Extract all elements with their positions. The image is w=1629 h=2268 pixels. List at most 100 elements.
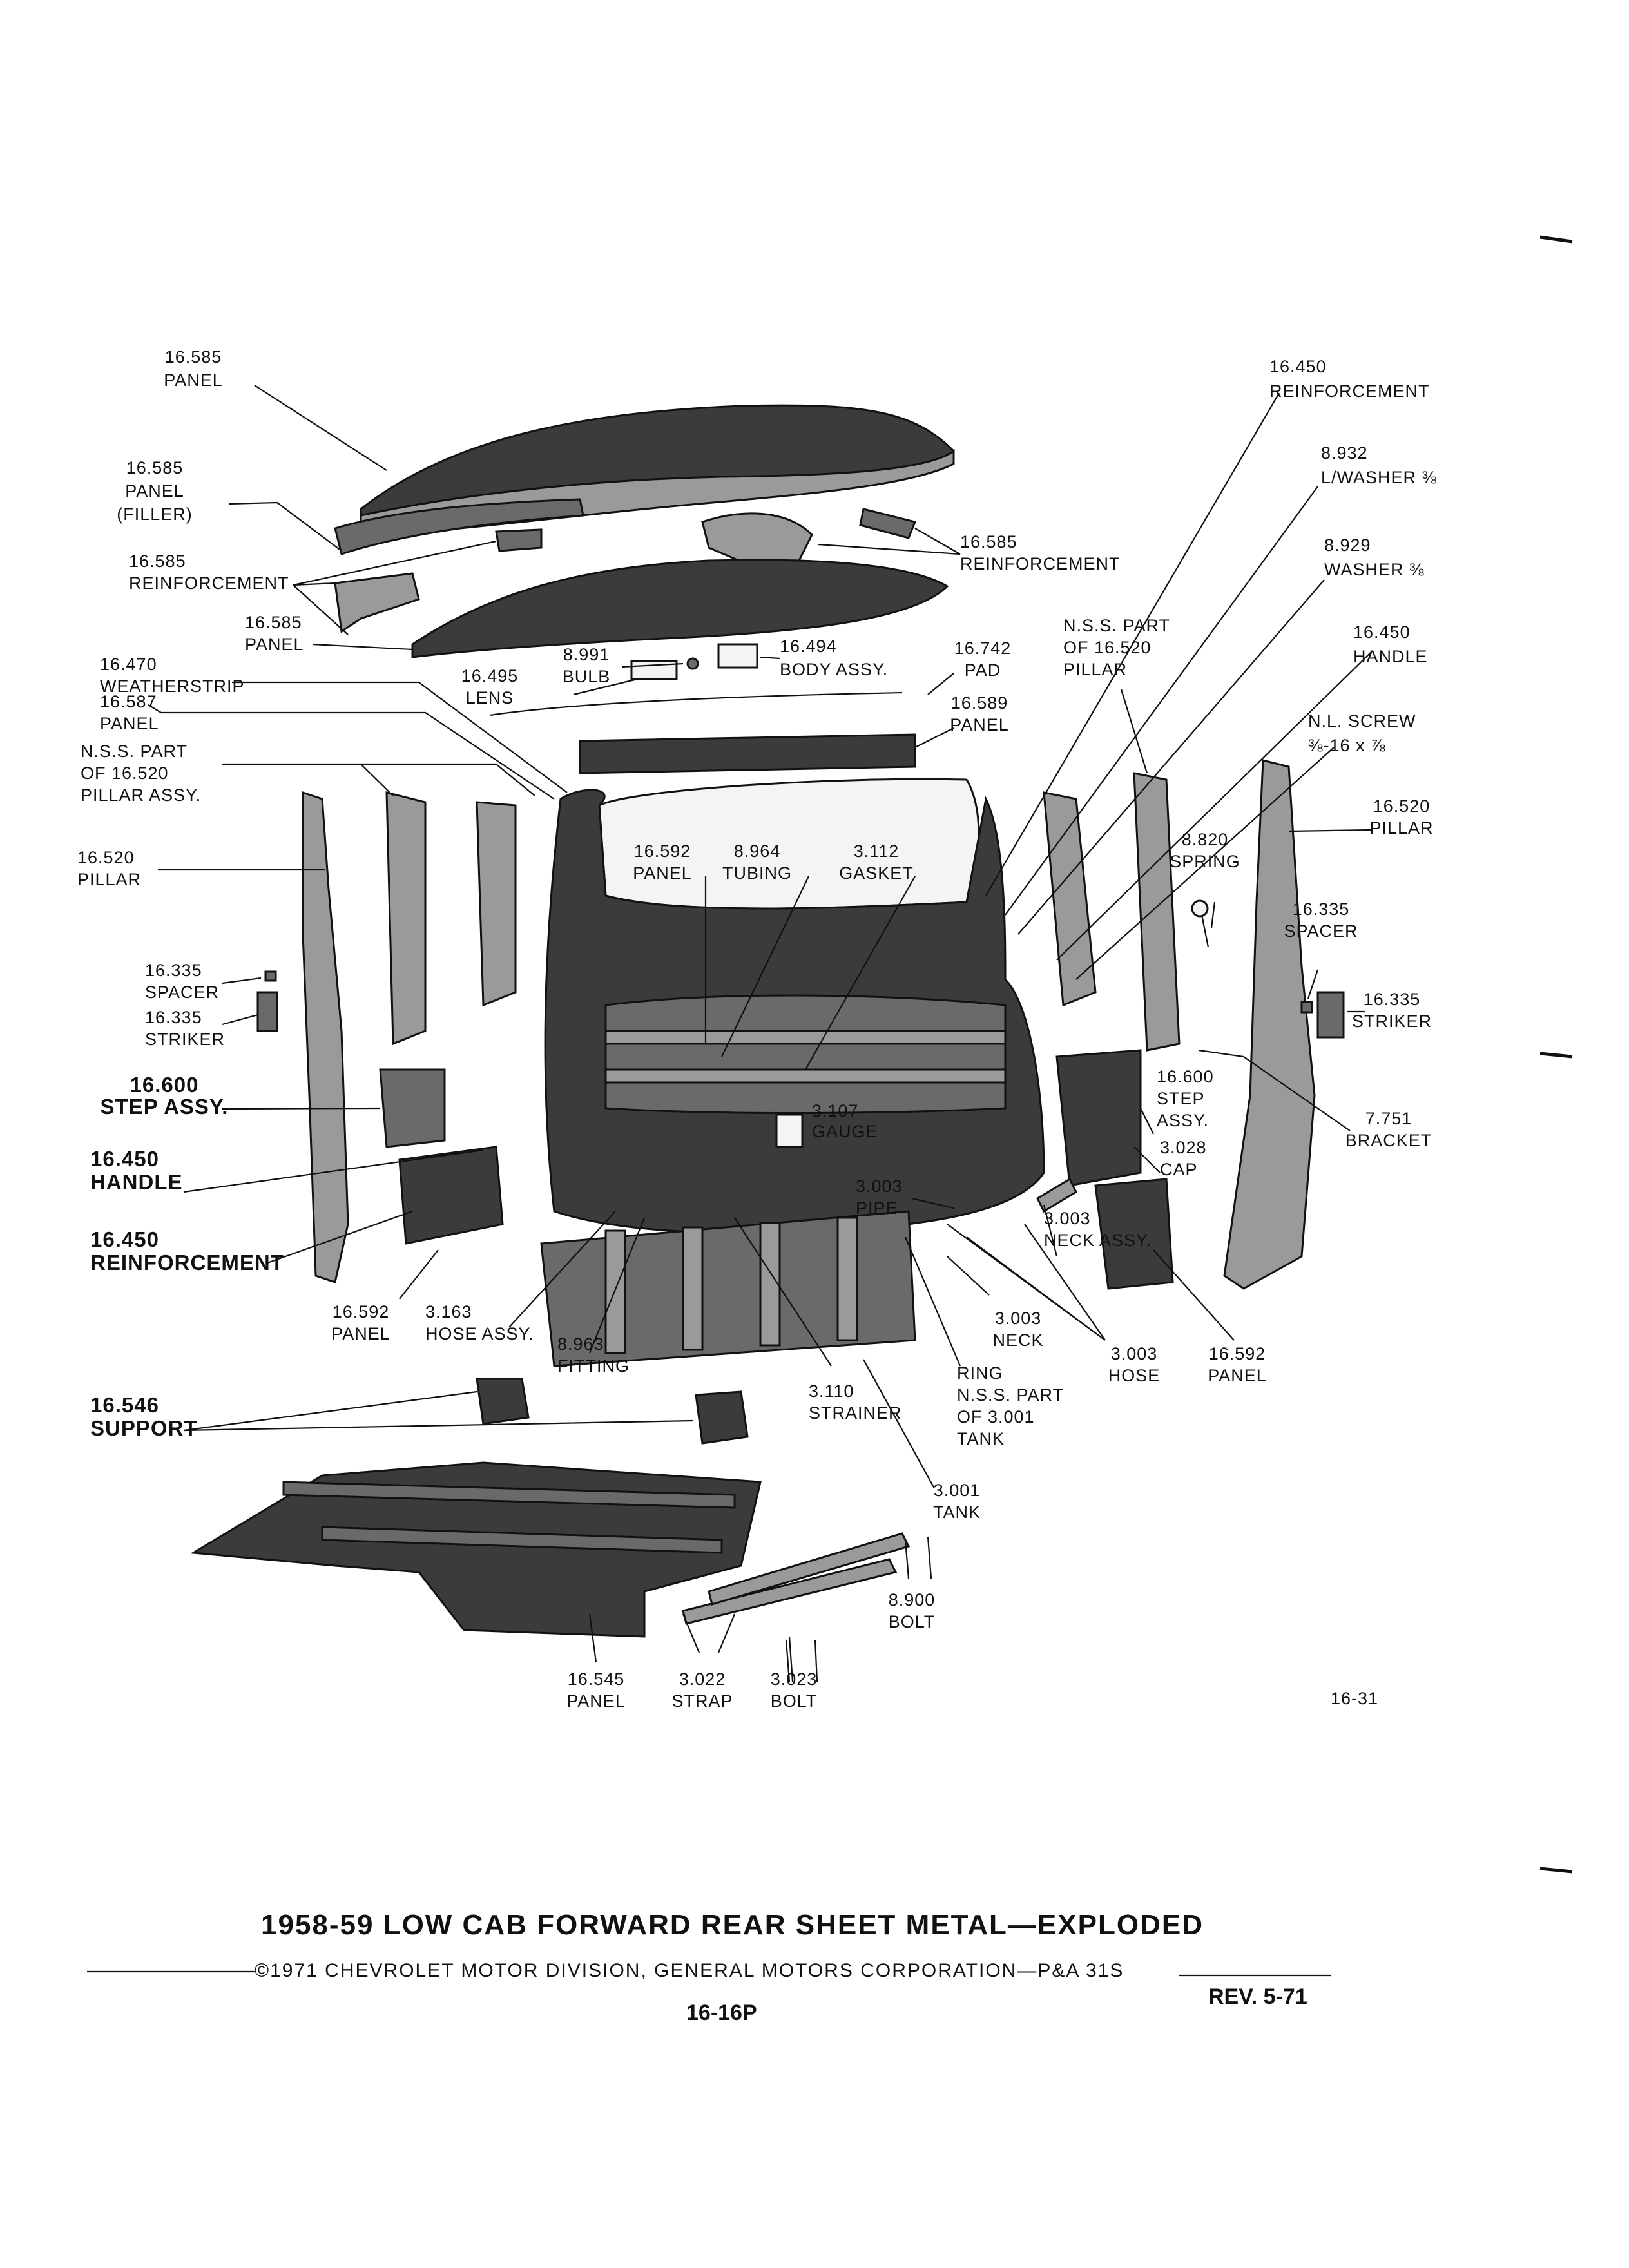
label-line: BULB: [563, 667, 611, 686]
label-line: TUBING: [722, 863, 792, 883]
label-line: 3.110: [809, 1381, 854, 1401]
floor-panel: [190, 1461, 762, 1638]
label-line: STRAINER: [809, 1403, 902, 1423]
label-line: STEP ASSY.: [101, 1095, 229, 1119]
dome-lamp-body: [717, 643, 758, 669]
tank-strap-2: [708, 1532, 911, 1606]
label-line: 3.003: [856, 1177, 903, 1196]
label-line: N.S.S. PART: [81, 742, 188, 761]
tank-rib-2: [682, 1226, 704, 1351]
roof-reinforcement-left: [495, 528, 543, 552]
label-line: PANEL: [633, 863, 692, 883]
label-line: 3.107: [812, 1101, 859, 1120]
label-line: PANEL: [100, 714, 159, 733]
label-line: 16.600: [1157, 1067, 1214, 1086]
floor-rib-1: [282, 1481, 736, 1509]
label-line: 16.450: [1353, 622, 1411, 642]
floor-rib-2: [321, 1526, 723, 1554]
label-line: 8.991: [563, 645, 610, 664]
label-line: PILLAR: [1063, 660, 1127, 679]
roof-reinforcement-right: [859, 508, 917, 539]
label-line: STRIKER: [1352, 1012, 1432, 1031]
header-panel-bar: [579, 733, 916, 774]
label-line: 3.028: [1160, 1138, 1207, 1157]
label-line: PIPE: [856, 1198, 898, 1218]
spring-rod: [1200, 914, 1210, 948]
left-pillar-inner: [385, 791, 427, 1046]
label-line: 16.585: [129, 552, 186, 571]
label-line: 3.163: [425, 1302, 472, 1321]
label-line: PILLAR: [1369, 818, 1433, 838]
label-line: HOSE: [1108, 1366, 1161, 1385]
label-line: SPACER: [145, 983, 219, 1002]
label-line: 3.003: [1044, 1209, 1091, 1228]
right-pillar: [1223, 759, 1316, 1290]
bolt-3023: [785, 1639, 818, 1682]
right-pillar-inner-2: [1043, 791, 1097, 1007]
label-line: WASHER ⅜: [1324, 560, 1425, 579]
right-lower-panel: [1094, 1178, 1174, 1290]
revision-mark: REV. 5-71: [1208, 1984, 1307, 2009]
label-line: 16.450: [90, 1147, 159, 1171]
label-line: PILLAR ASSY.: [81, 785, 201, 805]
weatherstrip: [489, 691, 903, 716]
label-line: 16.335: [1364, 990, 1421, 1009]
label-line: 16.494: [780, 637, 837, 656]
label-line: 3.112: [854, 841, 900, 861]
label-line: GAUGE: [812, 1122, 878, 1141]
label-line: 16.450: [90, 1227, 159, 1251]
label-line: PANEL: [125, 481, 184, 501]
label-line: 7.751: [1365, 1109, 1412, 1128]
label-line: L/WASHER ⅜: [1321, 468, 1437, 487]
label-line: TANK: [933, 1503, 981, 1522]
label-line: REINFORCEMENT: [90, 1251, 284, 1274]
tank-rib-4: [836, 1216, 858, 1341]
fuel-tank: [540, 1210, 916, 1367]
roof-inner-panel: [411, 559, 949, 658]
rear-panel-inset: [604, 994, 1007, 1114]
parts-illustration: [190, 404, 1345, 1682]
bolt-8900: [904, 1536, 932, 1579]
label-line: REINFORCEMENT: [960, 554, 1121, 573]
filler-neck: [1036, 1177, 1077, 1213]
label-line: PANEL: [164, 370, 223, 390]
step-assy-left: [379, 1068, 446, 1148]
label-line: NECK ASSY.: [1044, 1231, 1152, 1250]
label-line: OF 16.520: [81, 764, 169, 783]
label-line: LENS: [466, 688, 514, 707]
label-line: STRAP: [671, 1691, 733, 1711]
label-line: 16.585: [165, 347, 222, 367]
label-line: HANDLE: [90, 1170, 183, 1194]
page-number: 16-16P: [686, 2001, 757, 2025]
label-line: 16.335: [145, 961, 202, 980]
label-line: 8.820: [1182, 830, 1229, 849]
spring-ring: [1191, 899, 1209, 918]
tank-rib-1: [604, 1229, 626, 1354]
label-line: HOSE ASSY.: [425, 1324, 534, 1343]
